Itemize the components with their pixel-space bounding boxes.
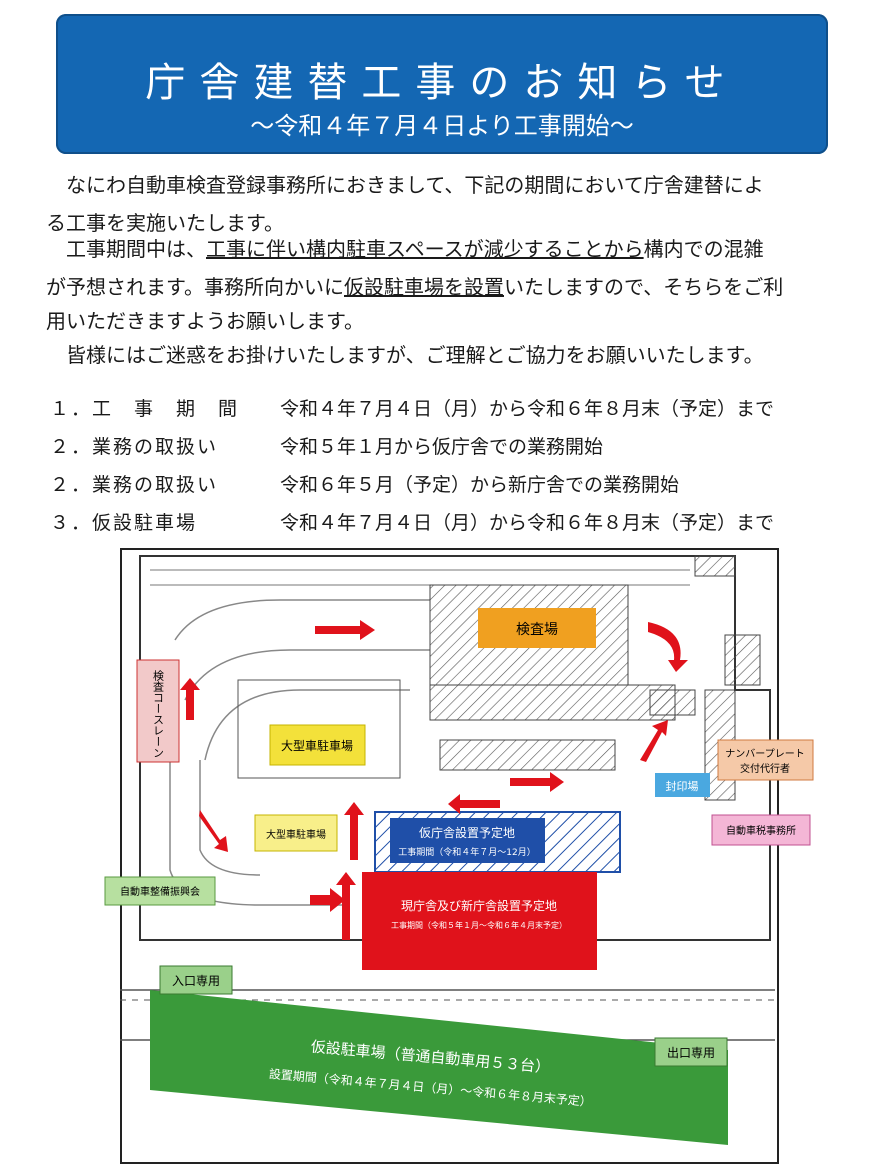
intro-paragraph-1: なにわ自動車検査登録事務所におきまして、下記の期間において庁舎建替によ <box>46 166 846 204</box>
arrow-right-2 <box>510 772 564 792</box>
intro-line: なにわ自動車検査登録事務所におきまして、下記の期間において庁舎建替によ <box>66 173 764 197</box>
building-small <box>649 689 696 716</box>
maint-label: 自動車整備振興会 <box>120 885 200 898</box>
tax-label: 自動車税事務所 <box>726 824 796 837</box>
tax-box <box>711 814 811 846</box>
inspection-label: 検査場 <box>516 622 558 638</box>
intro-text: 構内での混雑 <box>643 237 764 261</box>
schedule-value: 令和４年７月４日（月）から令和６年８月末（予定）まで <box>280 398 775 420</box>
building-right <box>724 634 761 686</box>
temp-office-box <box>390 818 545 863</box>
schedule-label: １．工 事 期 間 <box>50 398 240 420</box>
arrow-up-3 <box>336 872 356 940</box>
maint-box <box>104 876 216 906</box>
plate-label: ナンバープレート <box>725 748 804 760</box>
seal-box <box>655 773 710 797</box>
temp-office-period: 工事期間（令和４年７月～12月） <box>398 846 535 858</box>
entrance-box <box>159 965 233 995</box>
schedule-item: ２．業務の取扱い 令和６年５月（予定）から新庁舎での業務開始 <box>50 470 850 508</box>
schedule-list: １．工 事 期 間 令和４年７月４日（月）から令和６年８月末（予定）まで ２．業… <box>50 394 850 546</box>
arrow-up-2 <box>344 802 364 860</box>
arrow-up <box>180 678 200 720</box>
lane-line <box>184 649 430 701</box>
arrow-diag-2 <box>640 720 668 762</box>
schedule-value: 令和５年１月から仮庁舎での業務開始 <box>280 436 604 458</box>
arrow-left <box>448 794 500 814</box>
intro-underlined: 仮設駐車場を設置 <box>344 275 504 299</box>
inspection-label-box <box>478 608 596 648</box>
schedule-label: ２．業務の取扱い <box>50 436 219 458</box>
large-parking-area <box>237 679 401 779</box>
intro-paragraph-1b: る工事を実施いたします。 <box>46 204 846 242</box>
page-subtitle: ～令和４年７月４日より工事開始～ <box>250 112 634 140</box>
new-office-area <box>362 872 597 970</box>
schedule-value: 令和６年５月（予定）から新庁舎での業務開始 <box>280 474 680 496</box>
arrow-right-3 <box>310 888 345 912</box>
schedule-item: ３．仮設駐車場 令和４年７月４日（月）から令和６年８月末（予定）まで <box>50 508 850 546</box>
intro-underlined: 工事に伴い構内駐車スペースが減少することから <box>206 237 644 261</box>
schedule-label: ３．仮設駐車場 <box>50 512 198 534</box>
intro-text: いたしますので、そちらをご利 <box>504 275 784 299</box>
exit-box <box>654 1037 728 1067</box>
intro-text: 工事期間中は、 <box>66 237 206 261</box>
site-map-frame <box>120 548 779 1164</box>
new-office-period: 工事期間（令和５年１月～令和６年４月末予定） <box>391 920 567 930</box>
arrow-curve <box>648 622 688 672</box>
parking-block <box>439 739 616 771</box>
intro-paragraph-2b: が予想されます。事務所向かいに仮設駐車場を設置いたしますので、そちらをご利 <box>46 268 846 306</box>
intro-text: が予想されます。事務所向かいに <box>46 275 344 299</box>
large-parking-small-box <box>254 814 338 852</box>
intro-text: 皆様にはご迷惑をお掛けいたしますが、ご理解とご協力をお願いいたします。 <box>66 343 764 367</box>
temp-office-label: 仮庁舎設置予定地 <box>419 825 515 840</box>
large-parking-label: 大型車駐車場 <box>281 738 353 753</box>
seal-label: 封印場 <box>666 779 699 793</box>
lane-box <box>136 659 180 763</box>
exit-label: 出口専用 <box>667 1046 715 1060</box>
intro-text: 用いただきますようお願いします。 <box>46 309 364 333</box>
traffic-arrows <box>180 620 688 940</box>
new-office-label: 現庁舎及び新庁舎設置予定地 <box>401 898 557 913</box>
lane-line <box>199 760 261 876</box>
building-corner <box>694 555 736 577</box>
arrow-diag <box>199 810 228 852</box>
schedule-label: ２．業務の取扱い <box>50 474 219 496</box>
temp-parking-area <box>150 990 728 1145</box>
page-title: 庁舎建替工事のお知らせ <box>145 60 739 106</box>
schedule-value: 令和４年７月４日（月）から令和６年８月末（予定）まで <box>280 512 775 534</box>
lane-label: 検査コースレーン <box>152 669 165 758</box>
schedule-item: １．工 事 期 間 令和４年７月４日（月）から令和６年８月末（予定）まで <box>50 394 850 432</box>
lane-line <box>174 599 430 641</box>
intro-paragraph-2: 工事期間中は、工事に伴い構内駐車スペースが減少することから構内での混雑 <box>66 230 866 268</box>
large-parking-box <box>269 724 366 766</box>
entrance-label: 入口専用 <box>172 974 220 988</box>
arrow-right <box>315 620 375 640</box>
intro-line: る工事を実施いたします。 <box>46 211 284 235</box>
intro-paragraph-2c: 用いただきますようお願いします。 <box>46 302 846 340</box>
building-annex <box>429 684 676 721</box>
schedule-item: ２．業務の取扱い 令和５年１月から仮庁舎での業務開始 <box>50 432 850 470</box>
intro-paragraph-3: 皆様にはご迷惑をお掛けいたしますが、ご理解とご協力をお願いいたします。 <box>66 336 866 374</box>
large-parking-small-label: 大型車駐車場 <box>266 828 326 841</box>
lane-line <box>204 689 410 761</box>
plate-label-2: 交付代行者 <box>740 762 790 775</box>
plate-box <box>717 739 814 781</box>
title-banner: 庁舎建替工事のお知らせ ～令和４年７月４日より工事開始～ <box>56 14 828 154</box>
